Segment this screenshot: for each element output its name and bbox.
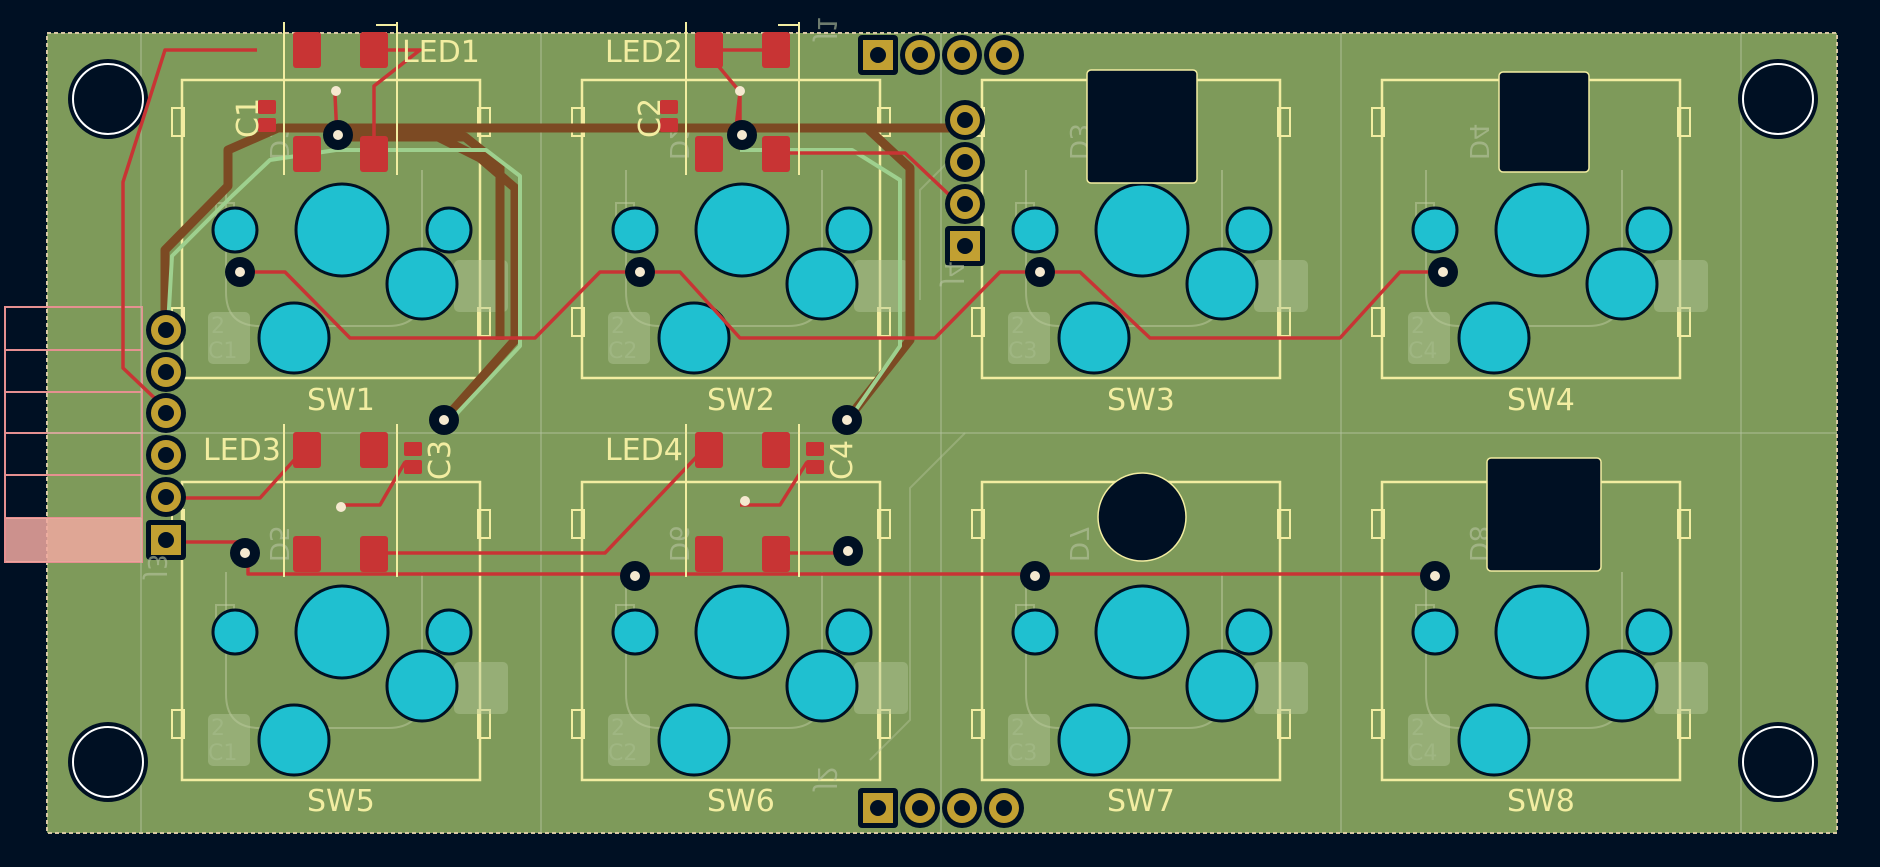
component-bodies (1086, 69, 1602, 572)
switch-ref-label: SW1 (307, 383, 375, 418)
connector-j3[interactable]: J3 (141, 310, 186, 580)
switch-col-label: C3 (1008, 741, 1037, 766)
switch-net-label: 2 (211, 716, 225, 741)
diode-label: D4 (1463, 123, 1493, 160)
switch-ref-label: SW6 (707, 784, 775, 819)
switch-col-label: C1 (208, 741, 237, 766)
capacitor-ref-label: C2 (633, 98, 668, 138)
highlight-tracks (166, 148, 902, 426)
led-ref-label: LED3 (203, 433, 281, 468)
led-pads (293, 32, 790, 572)
switch-net-label: 2 (1011, 314, 1025, 339)
switch-ref-label: SW3 (1107, 383, 1175, 418)
switch-net-label: 2 (611, 716, 625, 741)
connector-j1[interactable]: J1 (811, 16, 1024, 75)
diode-label: D5 (263, 525, 293, 562)
switch-net-label: 2 (1011, 716, 1025, 741)
switch-ref-label: SW2 (707, 383, 775, 418)
led-ref-label: LED4 (605, 433, 683, 468)
switch-net-label: 2 (1411, 716, 1425, 741)
mounting-holes (68, 59, 1818, 802)
diode-label: D7 (1063, 525, 1093, 562)
diode-label: D6 (663, 525, 693, 562)
switch-col-label: C4 (1408, 339, 1437, 364)
capacitor-ref-label: C1 (231, 98, 266, 138)
switch-ref-labels: SW1 SW2 SW3 SW4 SW5 SW6 SW7 SW8 (307, 383, 1575, 819)
switch-col-label: C3 (1008, 339, 1037, 364)
led-ref-label: LED2 (605, 35, 683, 70)
capacitor-ref-label: C3 (423, 440, 458, 480)
switch-net-label: 2 (611, 314, 625, 339)
connector-j2[interactable]: J2 (811, 766, 1024, 828)
connector-label: J2 (811, 766, 841, 792)
switch-net-label: 2 (211, 314, 225, 339)
led-ref-label: LED1 (402, 35, 480, 70)
switch-col-label: C2 (608, 339, 637, 364)
capacitor-ref-label: C4 (825, 440, 860, 480)
switch-ref-label: SW4 (1507, 383, 1575, 418)
switch-ref-label: SW7 (1107, 784, 1175, 819)
switch-col-label: C4 (1408, 741, 1437, 766)
switch-net-label: 2 (1411, 314, 1425, 339)
connector-label: J3 (141, 554, 171, 580)
switch-ref-label: SW8 (1507, 784, 1575, 819)
switch-col-label: C1 (208, 339, 237, 364)
micro-vias (331, 86, 750, 512)
capacitor-ref-labels: C1 C2 C3 C4 (231, 98, 860, 480)
connector-j4[interactable]: J4 (938, 100, 985, 287)
grid-lines (47, 33, 1837, 833)
switch-col-label: C2 (608, 741, 637, 766)
led-outlines (283, 22, 800, 577)
connector-label: J4 (938, 261, 968, 287)
capacitor-pads (258, 100, 824, 474)
switch-ref-label: SW5 (307, 784, 375, 819)
led-ref-labels: LED1 LED2 LED3 LED4 (203, 35, 683, 468)
connector-label: J1 (811, 16, 841, 42)
switch-net-labels: 2 C1 2 C2 2 C3 2 C4 2 C1 2 C2 2 C3 2 C4 (208, 314, 1437, 766)
